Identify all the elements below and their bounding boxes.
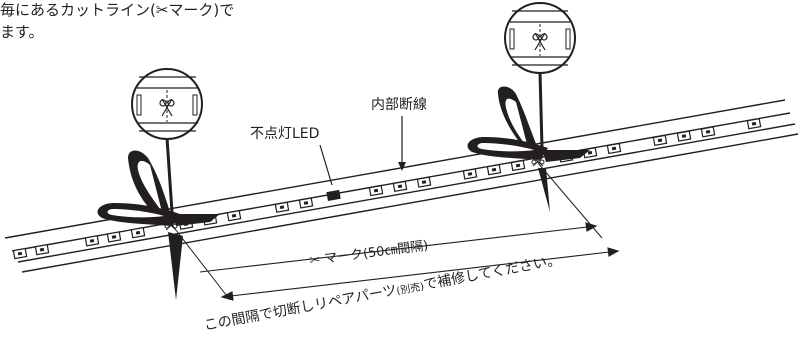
mark-spacing-arrow (199, 222, 598, 273)
led-chip-core (491, 167, 497, 172)
led-chip-core (303, 201, 309, 205)
led-chip-core (467, 172, 473, 176)
led-chip-core (657, 138, 663, 143)
led-chips (12, 118, 762, 260)
intro-text: 毎にあるカットライン(✂マーク)で ます。 (0, 0, 234, 43)
led-chip-core (681, 134, 687, 138)
repair-prefix: この間隔で切断しリペアパーツ (203, 283, 398, 334)
led-chip-core (587, 150, 593, 155)
led-chip-core (89, 239, 95, 243)
intro-line-1: 毎にあるカットライン(✂マーク)で (0, 1, 235, 19)
repair-span-arrow (220, 247, 620, 301)
led-chip-core (373, 188, 379, 193)
led-chip-core (39, 247, 45, 252)
internal-break-arrowhead (398, 162, 406, 171)
intro-line-2: ます。 (0, 23, 44, 41)
repair-suffix: で補修してください。 (422, 252, 562, 293)
led-chip-core (279, 205, 285, 210)
led-chip-core (397, 184, 403, 189)
scissors-right-icon (467, 2, 590, 212)
led-chip-core (231, 213, 237, 218)
led-chip-core (515, 163, 521, 168)
led-chip-core (611, 146, 617, 151)
led-chip-core (421, 180, 427, 184)
led-chip-core (17, 251, 23, 256)
mark-spacing-label: ✂ マーク(50㎝間隔) (309, 238, 430, 268)
led-chip-core (751, 121, 757, 126)
led-chip-core (111, 235, 117, 239)
internal-break-label: 内部断線 (371, 97, 427, 113)
led-chip-core (705, 130, 711, 134)
dead-led (326, 189, 341, 201)
scissors-left-icon (97, 68, 220, 300)
mark-spacing-label-group: ✂ マーク(50㎝間隔) (309, 238, 430, 268)
dead-led-label: 不点灯LED (250, 126, 320, 142)
dead-led-leader (319, 144, 333, 186)
repair-sold-separately: (別売) (395, 279, 425, 297)
led-chip-core (135, 230, 141, 235)
